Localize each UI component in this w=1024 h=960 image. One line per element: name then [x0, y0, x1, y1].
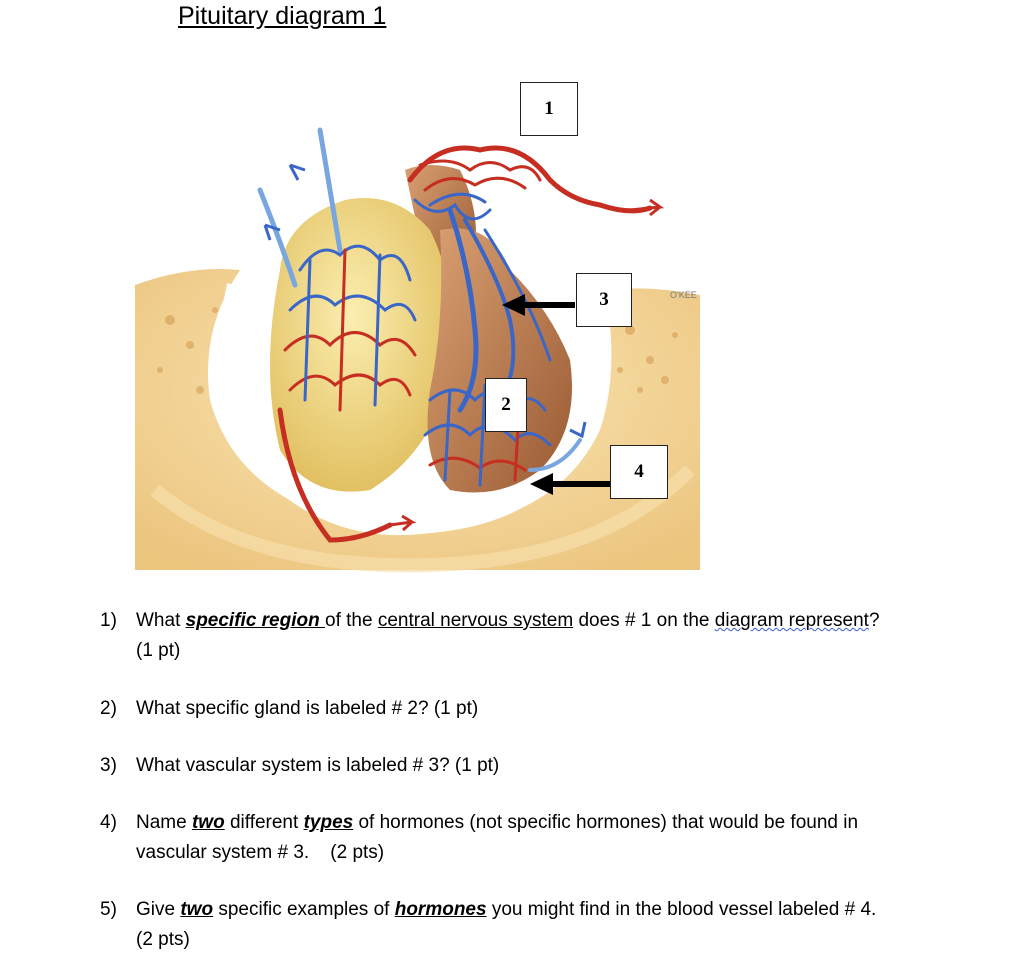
question-number: 4): [100, 812, 117, 833]
question-text: What specific gland is labeled # 2? (1 p…: [136, 698, 479, 719]
question-text: Give two specific examples of hormones y…: [136, 899, 877, 950]
question-text: What vascular system is labeled # 3? (1 …: [136, 755, 500, 776]
sella-turcica-bone: [135, 269, 700, 570]
page-title: Pituitary diagram 1: [178, 2, 387, 30]
label-arrows: [502, 294, 610, 495]
question-number: 5): [100, 899, 117, 920]
anterior-lobe: [270, 198, 453, 492]
diagram-label-4: 4: [610, 445, 668, 499]
diagram-label-1: 1: [520, 82, 578, 136]
question-text: Name two different types of hormones (no…: [136, 812, 859, 863]
question-text: What specific region of the central nerv…: [136, 610, 880, 661]
bone-texture: [157, 307, 678, 394]
diagram-label-3: 3: [576, 273, 632, 327]
watermark: O'KEE: [670, 290, 697, 300]
pituitary-illustration: O'KEE: [135, 127, 700, 573]
hypothalamic-capillaries: [407, 145, 653, 221]
question-number: 1): [100, 610, 117, 631]
posterior-lobe: [427, 228, 572, 493]
anterior-capillary-net: [257, 127, 417, 543]
question-number: 3): [100, 755, 117, 776]
pituitary-diagram: O'KEE 1 2 3 4: [130, 70, 710, 580]
question-number: 2): [100, 698, 117, 719]
diagram-label-2: 2: [485, 378, 527, 432]
